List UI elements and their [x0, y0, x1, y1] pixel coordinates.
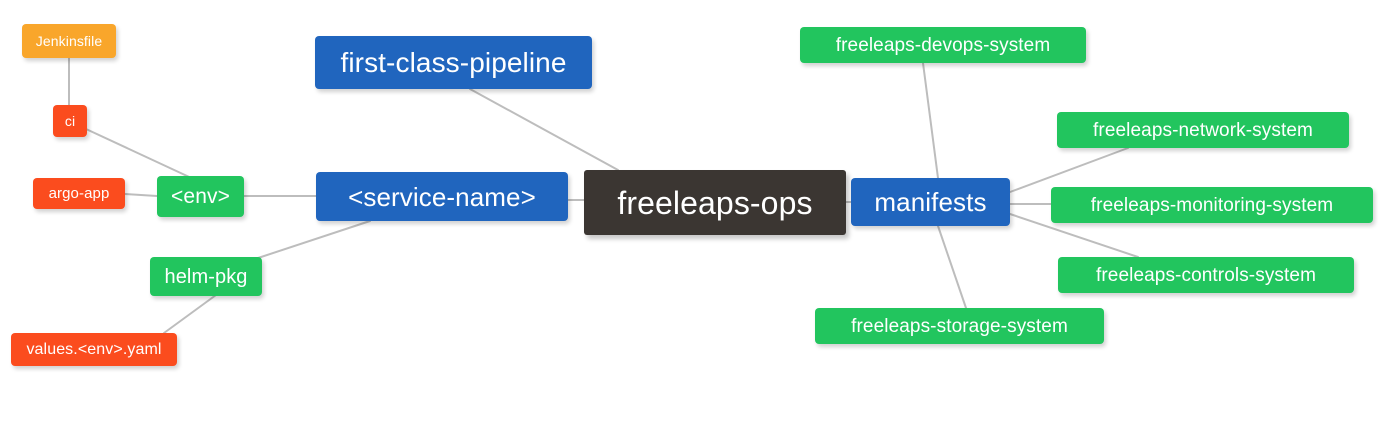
node-label: argo-app — [48, 185, 110, 202]
node-label: freeleaps-controls-system — [1095, 264, 1317, 286]
node-label: manifests — [874, 187, 987, 217]
node-argo-app[interactable]: argo-app — [33, 178, 125, 209]
node-label: first-class-pipeline — [340, 46, 567, 78]
node-ci[interactable]: ci — [53, 105, 87, 137]
edge-manifests-to-network-system — [1009, 147, 1129, 193]
node-label: helm-pkg — [164, 265, 248, 288]
node-label: freeleaps-network-system — [1093, 119, 1313, 141]
edge-ci-to-env — [85, 128, 201, 183]
node-helm-pkg[interactable]: helm-pkg — [150, 257, 262, 296]
node-service-name[interactable]: <service-name> — [316, 172, 568, 221]
node-devops-system[interactable]: freeleaps-devops-system — [800, 27, 1086, 63]
node-label: <env> — [171, 185, 230, 208]
node-label: freeleaps-storage-system — [851, 315, 1068, 337]
edge-values-yaml-to-helm-pkg — [163, 294, 217, 334]
node-jenkinsfile[interactable]: Jenkinsfile — [22, 24, 116, 58]
edge-manifests-to-devops-system — [922, 62, 939, 179]
node-values-yaml[interactable]: values.<env>.yaml — [11, 333, 177, 366]
node-label: ci — [64, 113, 76, 129]
node-storage-system[interactable]: freeleaps-storage-system — [815, 308, 1104, 344]
edge-manifests-to-storage-system — [937, 225, 967, 309]
node-label: Jenkinsfile — [35, 33, 103, 49]
node-manifests[interactable]: manifests — [851, 178, 1010, 226]
node-first-class-pipeline[interactable]: first-class-pipeline — [315, 36, 592, 89]
edge-helm-pkg-to-service-name — [254, 220, 371, 260]
node-freeleaps-ops[interactable]: freeleaps-ops — [584, 170, 846, 235]
node-label: freeleaps-monitoring-system — [1090, 194, 1334, 216]
edge-argo-app-to-env — [124, 193, 158, 197]
node-label: <service-name> — [348, 181, 536, 212]
node-controls-system[interactable]: freeleaps-controls-system — [1058, 257, 1354, 293]
node-label: freeleaps-ops — [617, 184, 813, 221]
node-label: freeleaps-devops-system — [835, 34, 1051, 56]
edge-first-class-pipeline-to-freeleaps-ops — [469, 88, 619, 171]
node-label: values.<env>.yaml — [26, 340, 162, 358]
node-env[interactable]: <env> — [157, 176, 244, 217]
node-monitoring-system[interactable]: freeleaps-monitoring-system — [1051, 187, 1373, 223]
node-network-system[interactable]: freeleaps-network-system — [1057, 112, 1349, 148]
